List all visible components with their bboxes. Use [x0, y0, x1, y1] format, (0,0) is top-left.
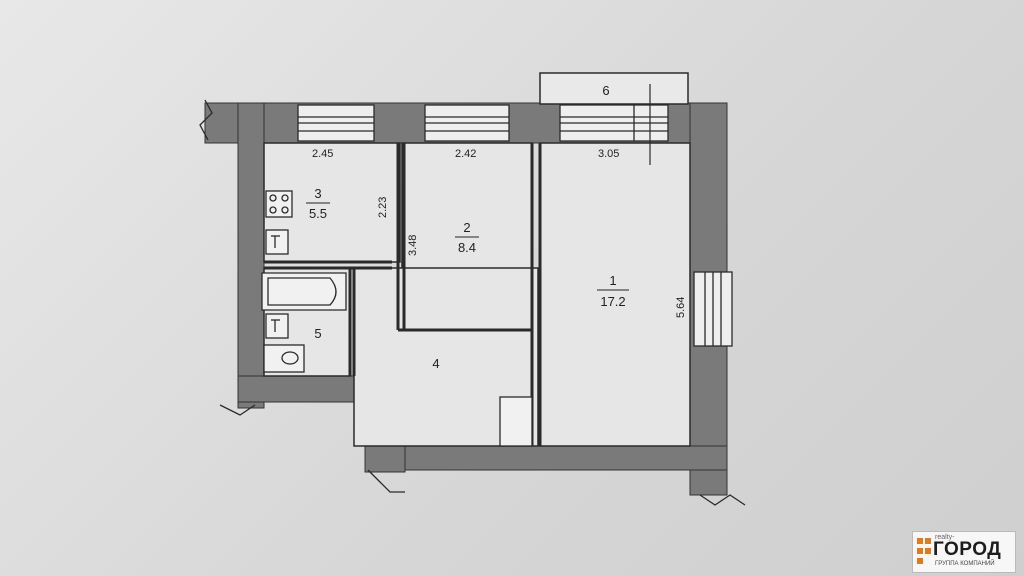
- fixtures: [261, 190, 533, 447]
- bathtub-inner: [267, 277, 337, 306]
- logo-subtitle: ГРУППА КОМПАНИЙ: [935, 561, 995, 567]
- balcony-number: 6: [602, 83, 609, 98]
- window-kitchen: [297, 104, 375, 142]
- break-line-left: [219, 404, 256, 416]
- balcony-outline: [539, 72, 689, 105]
- window-room1-side: [693, 271, 733, 347]
- toilet-icon: [263, 344, 305, 373]
- dimension-labels: 2.45 2.42 3.05 2.23 3.48 5.64: [312, 148, 687, 318]
- dim-room1-width: 3.05: [598, 148, 619, 160]
- balcony: [539, 72, 689, 165]
- bottom-wall: [364, 445, 728, 471]
- dim-room1-length: 5.64: [675, 297, 687, 318]
- room-1-number: 1: [609, 273, 616, 288]
- burner: [269, 206, 277, 214]
- bathtub-icon: [261, 272, 347, 311]
- stove-body: [265, 190, 293, 218]
- kitchen-sink-icon: [265, 229, 289, 255]
- dim-room2-width: 2.42: [455, 148, 476, 160]
- break-lines: [199, 99, 746, 506]
- company-logo: realty- ГОРОД ГРУППА КОМПАНИЙ: [912, 531, 1016, 573]
- stove-icon: [265, 190, 293, 218]
- break-line-top-left: [199, 99, 213, 141]
- room-labels: 3 5.5 2 8.4 1 17.2 4 5 6: [306, 83, 629, 371]
- room-3-number: 3: [314, 186, 321, 201]
- burner: [281, 194, 289, 202]
- closet-icon: [499, 396, 533, 447]
- logo-name: ГОРОД: [933, 539, 1002, 560]
- bathroom-sink-icon: [265, 313, 289, 339]
- room-3-area: 5.5: [309, 206, 327, 221]
- logo-small-text: realty-: [935, 534, 955, 541]
- dim-kitchen-length: 2.23: [377, 197, 389, 218]
- rooms: [263, 142, 691, 447]
- window-room1: [559, 104, 669, 142]
- sink-body: [265, 229, 289, 255]
- dim-room2-length: 3.48: [407, 235, 419, 256]
- room-1-area: 17.2: [600, 294, 625, 309]
- room-2-area: 8.4: [458, 240, 476, 255]
- burner: [269, 194, 277, 202]
- burner: [281, 206, 289, 214]
- windows: [297, 104, 733, 347]
- break-line-right: [699, 494, 746, 506]
- closet-body: [499, 396, 533, 447]
- dim-kitchen-width: 2.45: [312, 148, 333, 160]
- bath-sink-body: [265, 313, 289, 339]
- partitions: [264, 143, 542, 446]
- room-2-number: 2: [463, 220, 470, 235]
- window-room2: [424, 104, 510, 142]
- logo-mark-icon: [917, 538, 931, 564]
- room-4-number: 4: [432, 356, 439, 371]
- left-wall: [237, 102, 265, 409]
- toilet-bowl: [281, 351, 299, 365]
- room-5-number: 5: [314, 326, 321, 341]
- break-line-bottom: [367, 469, 405, 493]
